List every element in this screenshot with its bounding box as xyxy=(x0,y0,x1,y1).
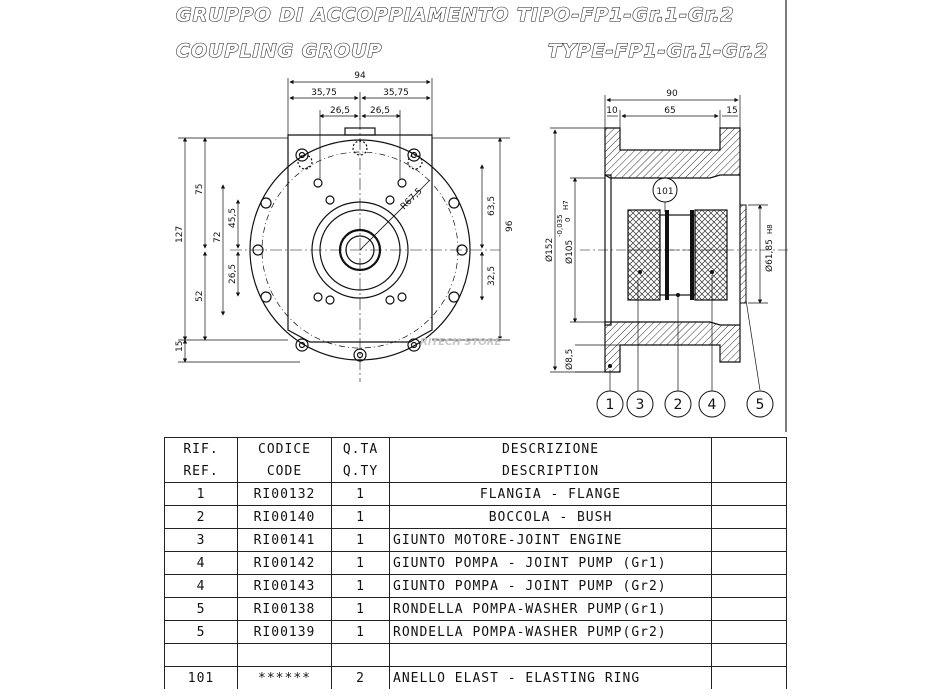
flange-section-bottom xyxy=(604,321,741,373)
dim-65: 65 xyxy=(664,106,675,116)
table-row: 4 RI00143 1 GIUNTO POMPA - JOINT PUMP (G… xyxy=(164,574,787,598)
dim-96: 96 xyxy=(505,220,515,232)
balloon-2 xyxy=(664,390,692,418)
balloon-3 xyxy=(626,390,654,418)
joint-engine xyxy=(627,209,661,301)
balloon-5 xyxy=(746,390,774,418)
col-ref-it: RIF. xyxy=(164,437,238,460)
bolt-holes xyxy=(252,140,468,362)
section-dimension-labels: 90 10 65 15 Ø152 Ø105 -0,035 0 H7 Ø61,85… xyxy=(544,89,775,370)
col-desc-it: DESCRIZIONE xyxy=(389,437,712,460)
balloon-101 xyxy=(652,177,678,203)
dim-10: 10 xyxy=(606,106,618,116)
dim-63-5: 63,5 xyxy=(487,196,497,216)
dim-72: 72 xyxy=(213,232,223,243)
watermark: RITECH STORE xyxy=(420,337,501,348)
balloon-4-label: 4 xyxy=(708,397,717,413)
balloon-1 xyxy=(596,390,624,418)
balloon-3-label: 3 xyxy=(636,397,645,413)
elastic-ring-left xyxy=(665,210,669,300)
table-row: 2 RI00140 1 BOCCOLA - BUSH xyxy=(164,505,787,529)
table-row: 3 RI00141 1 GIUNTO MOTORE-JOINT ENGINE xyxy=(164,528,787,552)
dim-fit-h7: H7 xyxy=(562,200,570,210)
dim-127: 127 xyxy=(175,226,185,243)
section-view xyxy=(580,127,790,373)
dim-inner-left: 26,5 xyxy=(330,106,350,116)
table-row: 1 RI00132 1 FLANGIA - FLANGE xyxy=(164,482,787,506)
table-row: 4 RI00142 1 GIUNTO POMPA - JOINT PUMP (G… xyxy=(164,551,787,575)
col-code-en: CODE xyxy=(237,460,332,483)
dim-26-5: 26,5 xyxy=(228,264,238,284)
dim-fit-h8: H8 xyxy=(766,224,774,234)
col-extra xyxy=(711,437,787,460)
front-dimension-lines xyxy=(178,78,510,363)
balloon-1-label: 1 xyxy=(606,397,615,413)
title-english: COUPLING GROUP xyxy=(175,39,383,62)
balloon-4 xyxy=(698,390,726,418)
joint-pump xyxy=(694,209,728,301)
table-row: 101 ****** 2 ANELLO ELAST - ELASTING RIN… xyxy=(164,666,787,689)
balloon-5-label: 5 xyxy=(756,397,765,413)
dim-15-section: 15 xyxy=(726,106,737,116)
dim-dia-61-85: Ø61,85 xyxy=(764,239,775,272)
dim-width: 94 xyxy=(354,71,366,81)
balloon-2-label: 2 xyxy=(674,397,683,413)
table-header-it: RIF. CODICE Q.TA DESCRIZIONE xyxy=(164,437,787,460)
title-italian: GRUPPO DI ACCOPPIAMENTO TIPO-FP1-Gr.1-Gr… xyxy=(175,3,735,26)
dim-dia-8-5: Ø8,5 xyxy=(564,349,575,370)
section-dimension-lines xyxy=(550,95,768,392)
table-row: 5 RI00139 1 RONDELLA POMPA-WASHER PUMP(G… xyxy=(164,620,787,644)
col-code-it: CODICE xyxy=(237,437,332,460)
front-view xyxy=(230,118,500,382)
dim-inner-right: 26,5 xyxy=(370,106,390,116)
dim-45-5: 45,5 xyxy=(228,208,238,228)
type-code: TYPE-FP1-Gr.1-Gr.2 xyxy=(547,39,769,62)
table-row-empty xyxy=(164,643,787,667)
dim-tol-lower: 0 xyxy=(564,218,572,222)
dim-75: 75 xyxy=(195,184,205,195)
washer xyxy=(739,204,747,304)
col-qty-it: Q.TA xyxy=(331,437,390,460)
table-row: 5 RI00138 1 RONDELLA POMPA-WASHER PUMP(G… xyxy=(164,597,787,621)
dim-dia-152: Ø152 xyxy=(544,238,555,262)
dim-15: 15 xyxy=(175,341,185,352)
balloon-101-label: 101 xyxy=(656,187,673,197)
dim-half-left: 35,75 xyxy=(311,88,337,98)
flange-section-top xyxy=(604,127,741,179)
elastic-ring-right xyxy=(690,210,694,300)
part-balloons: 101 1 3 2 4 5 xyxy=(596,177,774,418)
dim-radius: R67,5 xyxy=(399,186,425,212)
dim-52: 52 xyxy=(195,291,205,302)
col-ref-en: REF. xyxy=(164,460,238,483)
dim-tol-upper: -0,035 xyxy=(556,214,564,237)
front-dimension-labels: 94 35,75 35,75 26,5 26,5 R67,5 127 75 52… xyxy=(175,71,515,352)
dim-length: 90 xyxy=(666,89,678,99)
technical-drawing: 94 35,75 35,75 26,5 26,5 R67,5 127 75 52… xyxy=(175,0,790,432)
dim-dia-105: Ø105 xyxy=(564,240,575,264)
parts-table: RIF. CODICE Q.TA DESCRIZIONE REF. CODE Q… xyxy=(164,437,787,689)
table-header-en: REF. CODE Q.TY DESCRIPTION xyxy=(164,460,787,483)
dim-half-right: 35,75 xyxy=(383,88,409,98)
dim-32-5: 32,5 xyxy=(487,266,497,286)
col-qty-en: Q.TY xyxy=(331,460,390,483)
col-desc-en: DESCRIPTION xyxy=(389,460,712,483)
